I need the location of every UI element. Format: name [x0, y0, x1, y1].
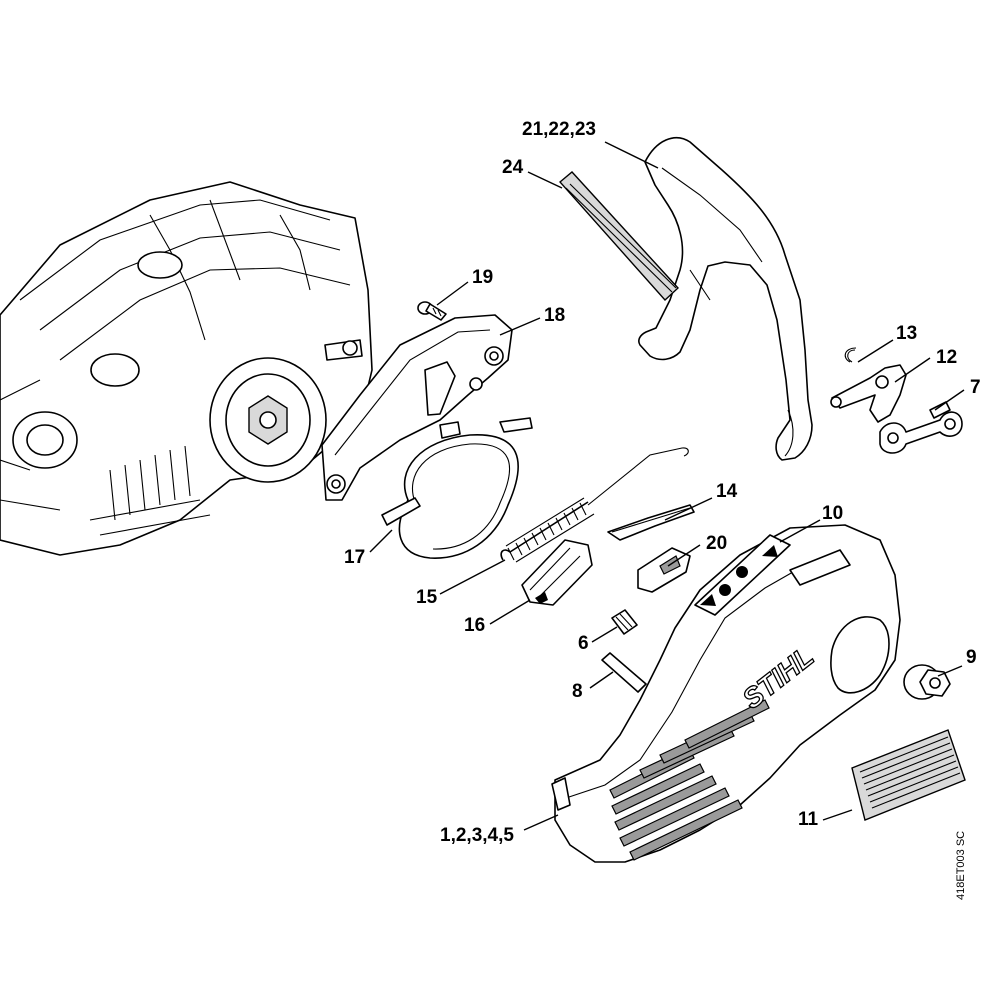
- callout-9: 9: [966, 647, 977, 668]
- callout-17: 17: [344, 547, 366, 568]
- callout-20: 20: [706, 533, 728, 554]
- callout-11: 11: [798, 809, 819, 830]
- callout-6: 6: [578, 633, 589, 654]
- circlip-part: [844, 347, 857, 363]
- tension-spring-part: [500, 447, 689, 563]
- callout-21-22-23: 21,22,23: [522, 119, 596, 140]
- screw-part: [417, 301, 447, 321]
- leader-lines: [369, 141, 965, 831]
- callout-19: 19: [472, 267, 494, 288]
- engine-housing: [0, 181, 373, 556]
- callout-8: 8: [572, 681, 583, 702]
- callout-1-2-3-4-5: 1,2,3,4,5: [440, 825, 514, 846]
- callout-16: 16: [464, 615, 486, 636]
- callout-7: 7: [970, 377, 981, 398]
- callout-14: 14: [716, 481, 738, 502]
- brake-slider-part: [521, 539, 593, 606]
- hand-guard-part: [638, 137, 813, 461]
- pin-long-part: [601, 652, 647, 693]
- slide-block-part: [637, 547, 691, 593]
- spring-clip-part: [607, 504, 695, 541]
- callout-18: 18: [544, 305, 566, 326]
- pin-short-part: [611, 609, 638, 635]
- linkage-part: [830, 364, 907, 423]
- brake-band-part: [381, 417, 533, 559]
- drawing-id: 418ET003 SC: [955, 830, 967, 900]
- callout-13: 13: [896, 323, 918, 344]
- warning-decal-part: [851, 729, 966, 821]
- connecting-link-part: [879, 401, 963, 454]
- callout-24: 24: [502, 157, 524, 178]
- collar-nut-part: [903, 664, 951, 700]
- callout-12: 12: [936, 347, 958, 368]
- callout-15: 15: [416, 587, 438, 608]
- callout-10: 10: [822, 503, 844, 524]
- decal-strip-part: [558, 171, 679, 301]
- sprocket-cover-part: STIHL: [551, 524, 901, 863]
- brake-lever-part: [321, 314, 513, 501]
